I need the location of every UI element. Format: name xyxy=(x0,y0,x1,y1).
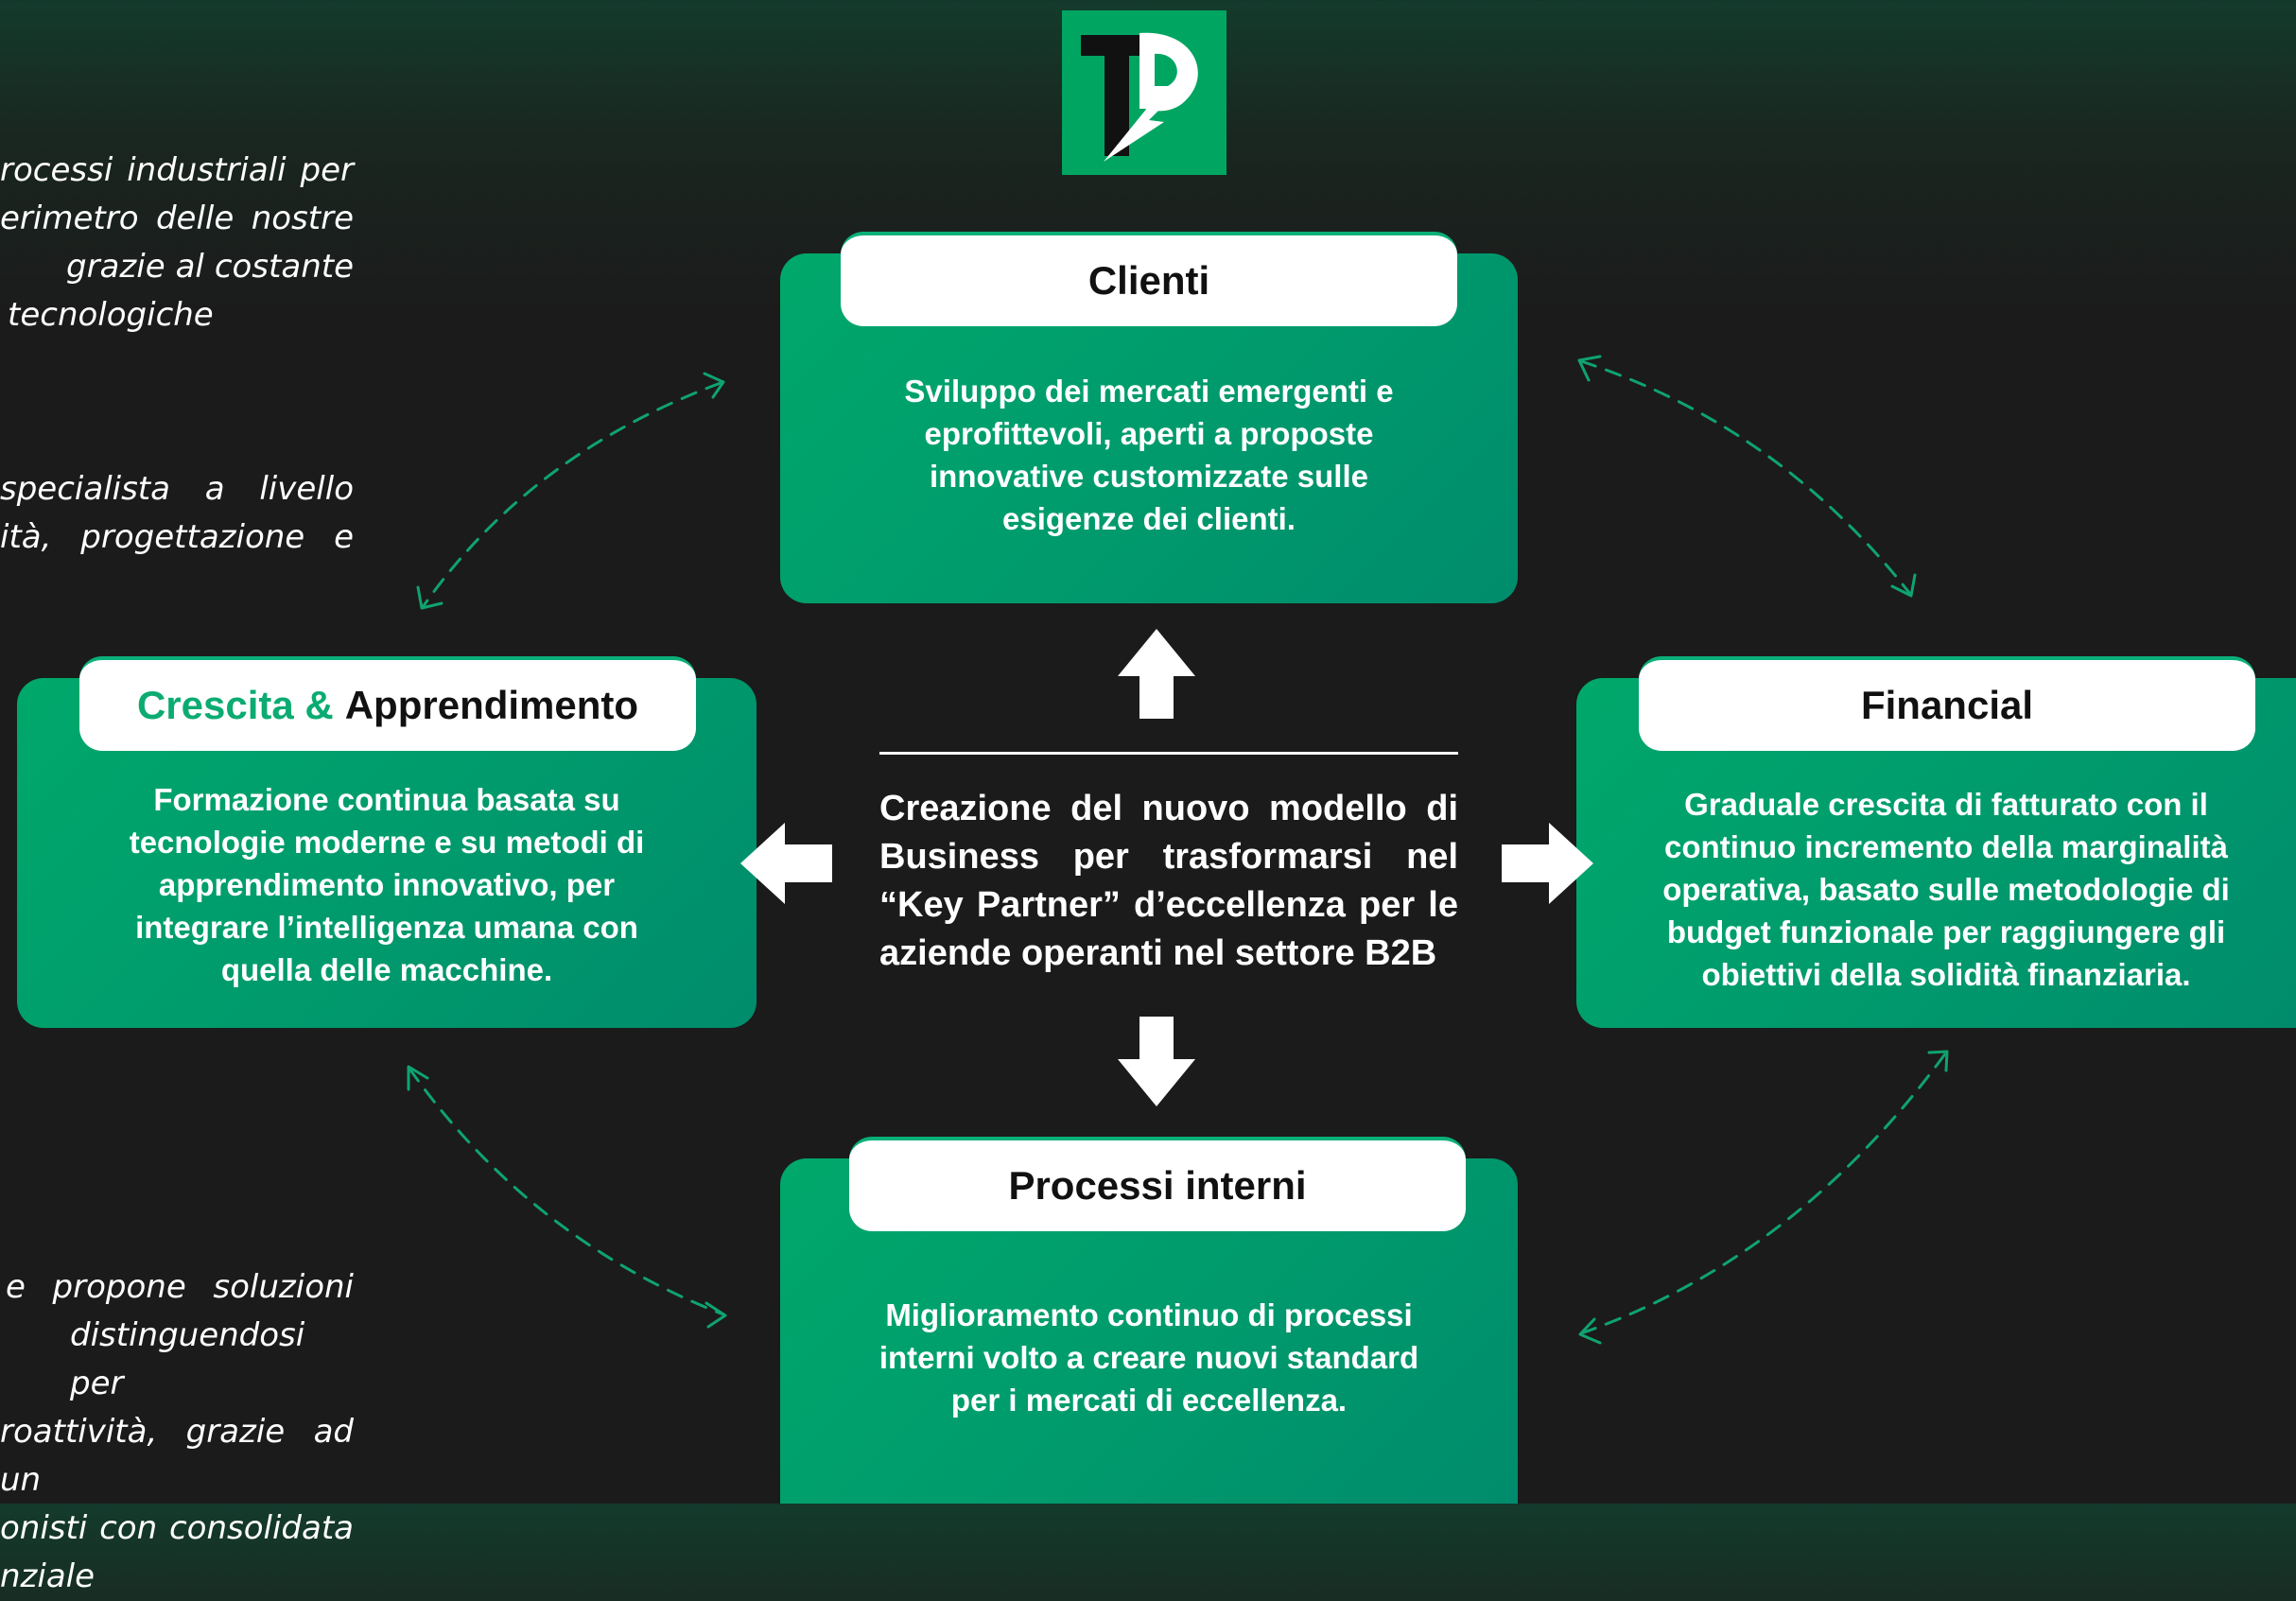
arrowhead-icon xyxy=(1577,355,1602,382)
left-text-block-1: rocessi industriali per erimetro delle n… xyxy=(0,147,354,339)
crescita-line: integrare l’intelligenza umana con xyxy=(135,910,638,945)
left-text-line: erimetro delle nostre xyxy=(0,200,354,237)
arrowhead-icon xyxy=(1890,573,1917,598)
arrow-down-icon xyxy=(1118,1017,1195,1106)
crescita-title: Crescita & Apprendimento xyxy=(79,656,696,751)
clienti-line: esigenze dei clienti. xyxy=(1002,501,1296,536)
financial-description: Graduale crescita di fatturato con il co… xyxy=(1576,783,2296,996)
tp-logo xyxy=(1062,10,1226,175)
arrows-layer xyxy=(407,355,1949,1345)
left-text-line: tecnologiche xyxy=(8,296,214,334)
arrowhead-icon xyxy=(416,585,444,610)
strategy-diagram: rocessi industriali per erimetro delle n… xyxy=(0,10,2296,1504)
left-text-block-2: specialista a livello ità, progettazione… xyxy=(0,465,354,562)
left-text-line: roattività, grazie ad un xyxy=(0,1413,354,1499)
crescita-line: apprendimento innovativo, per xyxy=(158,867,616,902)
financial-title: Financial xyxy=(1639,656,2255,751)
financial-line: obiettivi della solidità finanziaria. xyxy=(1701,957,2191,992)
arrowhead-icon xyxy=(703,372,725,399)
left-text-line: specialista a livello xyxy=(0,470,354,508)
dashed-arrow-bottom-right xyxy=(1579,1051,1948,1335)
crescita-description: Formazione continua basata su tecnologie… xyxy=(17,778,757,991)
left-text-line: ità, progettazione e xyxy=(0,518,354,556)
center-line: Creazione del nuovo modello di xyxy=(879,789,1458,828)
processi-line: per i mercati di eccellenza. xyxy=(950,1383,1348,1418)
left-text-line: onisti con consolidata xyxy=(0,1509,354,1547)
arrowhead-icon xyxy=(704,1301,727,1329)
processi-description: Miglioramento continuo di processi inter… xyxy=(780,1294,1518,1421)
arrowhead-icon xyxy=(407,1065,429,1091)
left-text-line: distinguendosi per xyxy=(70,1316,305,1402)
clienti-line: Sviluppo dei mercati emergenti e xyxy=(904,374,1394,409)
dashed-arrow-bottom-left xyxy=(408,1067,725,1316)
processi-title: Processi interni xyxy=(849,1137,1466,1231)
dashed-arrow-top-left xyxy=(421,381,722,609)
financial-title-text: Financial xyxy=(1860,683,2034,727)
crescita-line: Formazione continua basata su xyxy=(153,782,620,817)
left-text-line: nziale xyxy=(0,1557,96,1595)
left-text-line: e propone soluzioni xyxy=(6,1268,354,1306)
left-text-line: grazie al costante xyxy=(66,248,354,286)
clienti-title-text: Clienti xyxy=(1087,258,1210,303)
tp-logo-mark xyxy=(1081,32,1198,162)
processi-line: interni volto a creare nuovi standard xyxy=(878,1340,1419,1375)
crescita-line: tecnologie moderne e su metodi di xyxy=(129,825,645,860)
left-text-line: rocessi industriali per xyxy=(0,151,354,189)
clienti-line: eprofittevoli, aperti a proposte xyxy=(924,416,1374,451)
financial-line: budget funzionale per raggiungere gli xyxy=(1666,914,2226,949)
crescita-line: quella delle macchine. xyxy=(220,952,553,987)
arrowhead-icon xyxy=(1578,1317,1602,1345)
arrowhead-icon xyxy=(1927,1050,1949,1072)
financial-line: operativa, basato sulle metodologie di xyxy=(1662,872,2230,907)
crescita-title-accent: Crescita & xyxy=(136,683,334,727)
financial-line: continuo incremento della marginalità xyxy=(1664,829,2228,864)
center-line: aziende operanti nel settore B2B xyxy=(879,933,1437,973)
financial-line: Graduale crescita di fatturato con il xyxy=(1684,787,2208,822)
clienti-line: innovative customizzate sulle xyxy=(930,459,1368,494)
center-line: Business per trasformarsi nel xyxy=(879,837,1458,877)
arrow-right-icon xyxy=(1502,823,1593,904)
arrow-left-icon xyxy=(740,823,832,904)
processi-line: Miglioramento continuo di processi xyxy=(885,1297,1413,1332)
clienti-title: Clienti xyxy=(841,232,1457,326)
center-divider xyxy=(879,752,1458,755)
processi-title-text: Processi interni xyxy=(1008,1163,1307,1208)
crescita-title-rest: Apprendimento xyxy=(344,683,639,727)
dashed-arrow-top-right xyxy=(1579,359,1912,596)
center-statement: Creazione del nuovo modello di Business … xyxy=(879,785,1458,978)
arrow-up-icon xyxy=(1118,629,1195,719)
clienti-description: Sviluppo dei mercati emergenti e eprofit… xyxy=(780,370,1518,540)
center-line: “Key Partner” d’eccellenza per le xyxy=(879,885,1458,925)
